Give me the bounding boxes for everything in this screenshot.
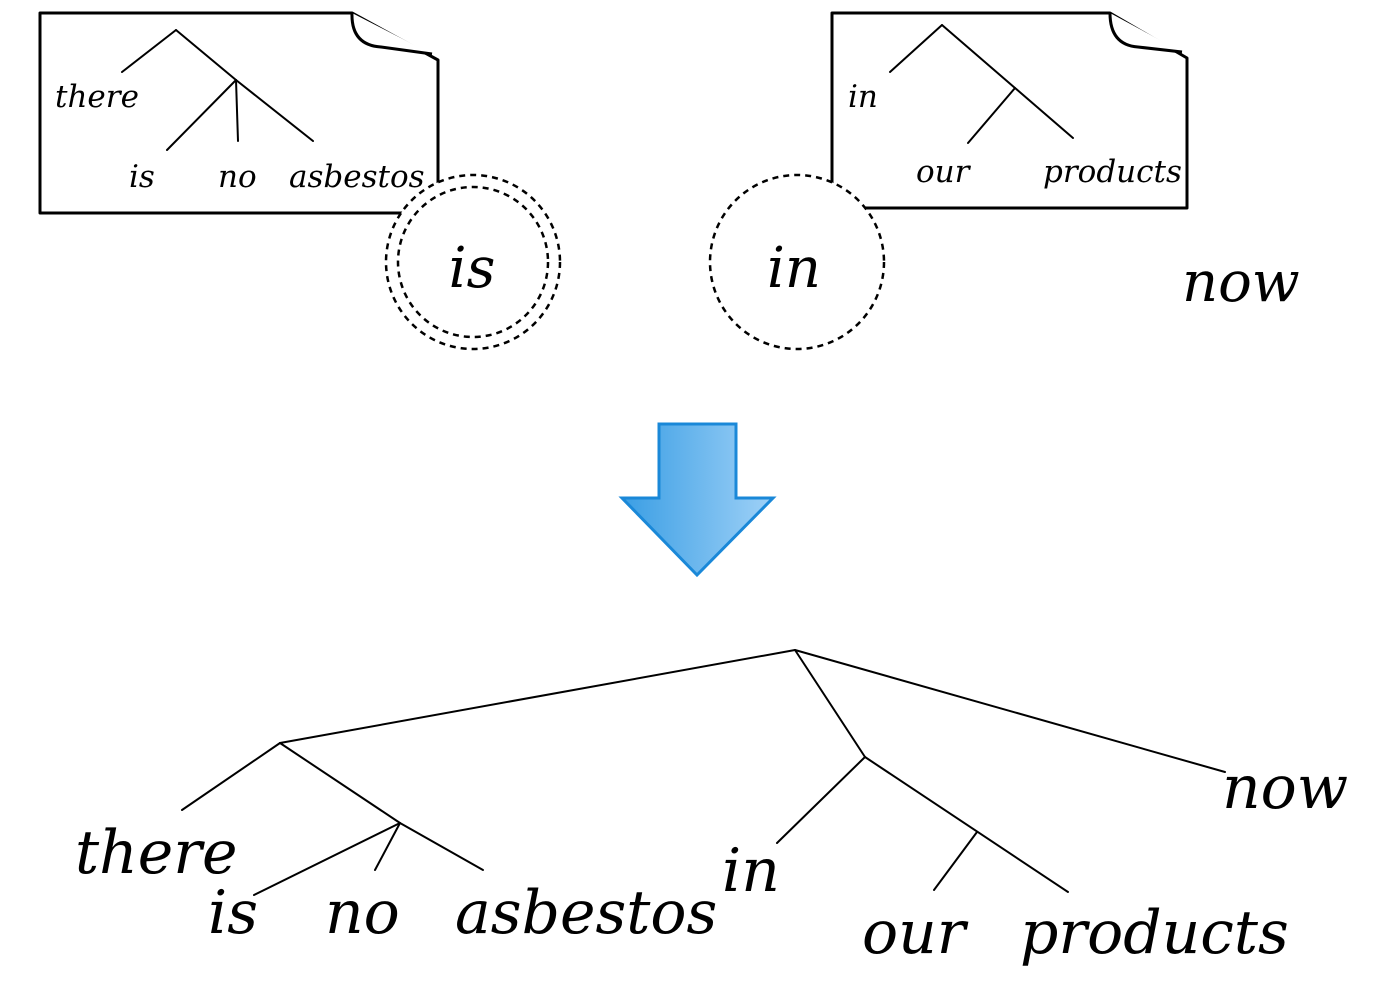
card-folded-corner [1108,12,1183,54]
word-there: there [75,818,237,888]
tree-edge [776,756,866,844]
word-in: in [722,836,780,906]
top-left-tree-card: there is no asbestos [38,11,440,215]
tree-edge [794,649,866,758]
circle-label-in: in [767,236,821,301]
word-products: products [1020,898,1289,968]
tree-edge [175,29,237,81]
floating-word-now: now [1182,250,1300,315]
word-in: in [848,79,878,115]
tree-edge [235,79,239,142]
word-is: is [208,878,258,948]
circle-background [710,175,884,349]
tree-edge [235,79,314,142]
tree-edge [253,822,401,896]
result-tree: there is no asbestos in our products now [75,649,1348,968]
tree-edge [933,831,978,891]
tree-edge [279,649,796,744]
word-asbestos: asbestos [289,159,425,195]
top-right-tree-card: in our products [830,11,1189,210]
tree-edge [889,24,943,73]
outer-dashed-circle [384,173,562,351]
word-our: our [862,898,969,968]
tree-edge [794,649,1226,773]
word-is: is [129,159,155,195]
word-no: no [218,159,257,195]
word-no: no [325,878,400,948]
tree-edge [181,742,281,811]
tree-edge [166,79,237,151]
word-asbestos: asbestos [455,878,717,948]
head-word-circle-in: in [708,173,886,351]
word-our: our [916,154,972,190]
tree-edge [864,756,1069,893]
circle-background [386,175,560,349]
tree-edge [967,87,1016,144]
circle-label-is: is [449,236,496,301]
tree-edge [1014,87,1074,139]
tree-edge [374,822,401,871]
dashed-circle [708,173,886,351]
card-frame [38,11,440,215]
word-products: products [1043,154,1182,190]
tree-edge [399,822,484,871]
word-now: now [1222,753,1348,823]
tree-edge [941,24,1016,89]
tree-edge [279,742,401,824]
tree-edge [121,29,177,73]
head-word-circle-is: is [384,173,562,351]
word-there: there [55,79,139,115]
card-folded-corner [350,12,433,56]
card-frame [830,11,1189,210]
inner-dashed-circle [396,185,550,339]
down-arrow-icon [618,422,777,578]
